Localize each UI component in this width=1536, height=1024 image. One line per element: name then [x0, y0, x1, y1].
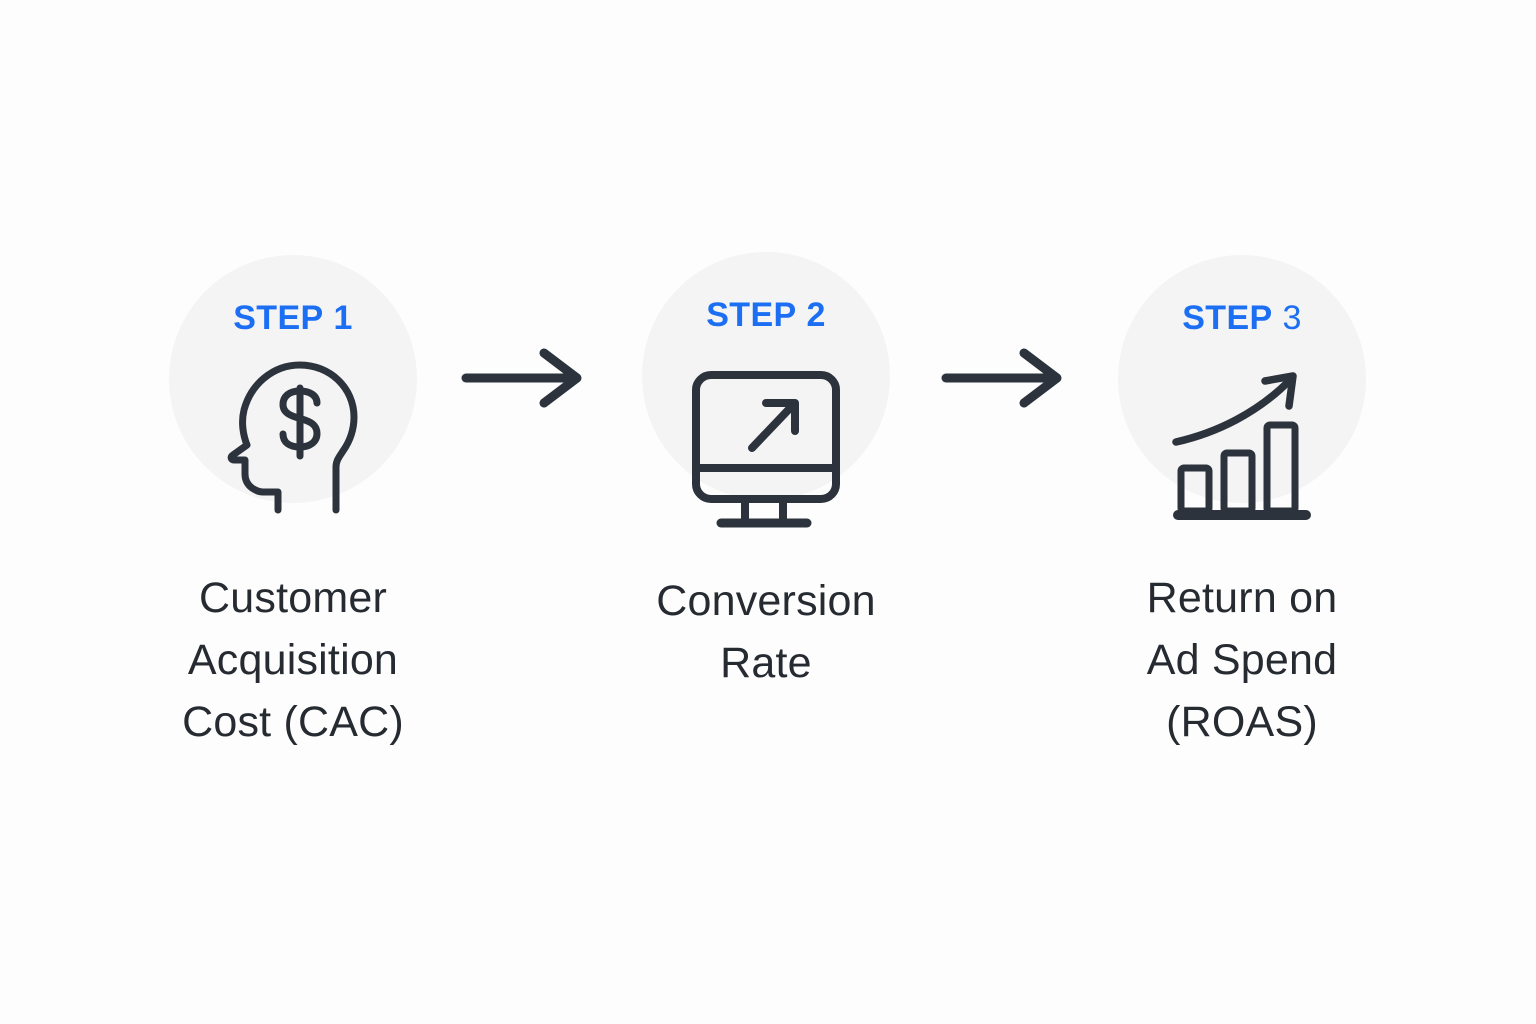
step-1: STEP 1 Customer Acquisition Cost (CAC): [123, 255, 463, 753]
bar-chart-growth-icon: [1172, 372, 1311, 520]
step-3-caption: Return on Ad Spend (ROAS): [1147, 567, 1338, 753]
caption-line: Return on: [1146, 574, 1338, 622]
step-2: STEP 2 Conversion Rate: [596, 252, 936, 694]
caption-line: Ad Spend: [1146, 636, 1338, 684]
caption-line: Rate: [720, 639, 812, 687]
caption-line: Acquisition: [187, 636, 399, 684]
step-2-caption: Conversion Rate: [656, 570, 876, 694]
step-1-label: STEP 1: [169, 299, 417, 338]
step-1-circle: STEP 1: [169, 255, 417, 514]
step-2-label-number: 2: [806, 296, 826, 334]
head-dollar-icon: [227, 361, 358, 514]
step-3-label-word: STEP: [1182, 299, 1273, 337]
step-1-label-word: STEP: [233, 299, 324, 337]
step-2-circle: STEP 2: [642, 252, 890, 528]
step-3-label: STEP 3: [1118, 299, 1366, 338]
step-2-label: STEP 2: [642, 296, 890, 335]
step-3-label-number: 3: [1282, 299, 1302, 337]
caption-line: Cost (CAC): [182, 698, 404, 746]
step-3: STEP 3 Return on Ad Spend (ROAS): [1072, 255, 1412, 753]
caption-line: Conversion: [656, 577, 876, 625]
step-1-label-number: 1: [333, 299, 353, 337]
step-2-label-word: STEP: [706, 296, 797, 334]
monitor-up-arrow-icon: [692, 371, 840, 528]
arrow-right-icon: [461, 348, 582, 408]
step-1-caption: Customer Acquisition Cost (CAC): [182, 567, 404, 753]
arrow-right-icon: [941, 348, 1062, 408]
caption-line: (ROAS): [1166, 698, 1318, 746]
step-3-circle: STEP 3: [1118, 255, 1366, 520]
caption-line: Customer: [199, 574, 387, 622]
